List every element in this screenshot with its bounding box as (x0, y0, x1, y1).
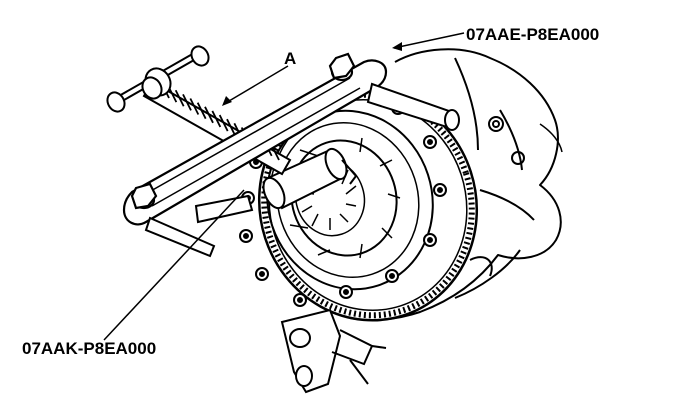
flywheel-bolt-center (343, 289, 349, 295)
flywheel-bolt-center (389, 273, 395, 279)
flywheel-bolt-center (297, 297, 303, 303)
tool-legs (144, 82, 460, 258)
callout-A: A (284, 49, 296, 68)
thread-line (218, 114, 229, 132)
leader-arrowheads (222, 42, 402, 106)
arrowhead-07AAE (392, 42, 402, 51)
flywheel-bolt-center (437, 187, 443, 193)
leader-line-A (223, 65, 289, 105)
thread-line (189, 98, 200, 115)
arrowhead-A (222, 96, 232, 106)
lower-bracket (280, 308, 387, 394)
leader-line-07AAE (393, 32, 465, 49)
leader-lines (103, 32, 465, 341)
flywheel-bolt-center (427, 139, 433, 145)
leader-line-07AAK (103, 189, 245, 341)
flywheel-bolt-center (427, 237, 433, 243)
crossbar-tool (122, 52, 388, 226)
callout-07AAK: 07AAK-P8EA000 (22, 339, 156, 358)
thread-line (182, 93, 192, 111)
callout-07AAE: 07AAE-P8EA000 (466, 25, 599, 44)
flywheel-bolt-center (243, 233, 249, 239)
flywheel-bolt-center (259, 271, 265, 277)
thread-line (174, 89, 185, 107)
thread-line (196, 102, 207, 120)
transmission-housing (349, 48, 563, 321)
thread-line (204, 106, 214, 124)
pressure-plate (266, 109, 434, 291)
alignment-shaft (262, 147, 358, 210)
thread-line (226, 118, 236, 136)
thread-line (211, 110, 222, 128)
